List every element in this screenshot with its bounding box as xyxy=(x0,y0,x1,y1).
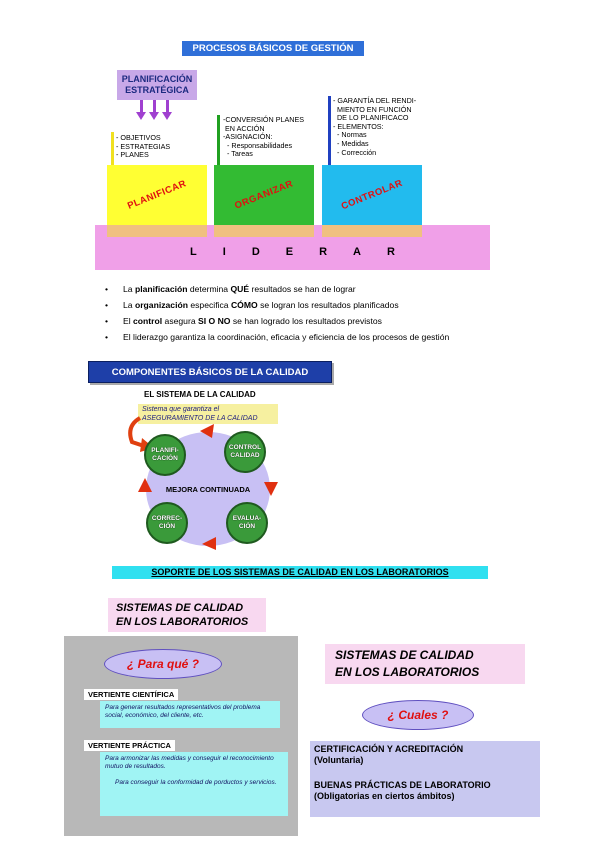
control-calidad-node: CONTROL CALIDAD xyxy=(224,431,266,473)
controlar-bar xyxy=(328,96,331,165)
organizar-box: ORGANIZAR xyxy=(214,165,314,225)
cuales-panel: CERTIFICACIÓN Y ACREDITACIÓN (Voluntaria… xyxy=(310,741,540,817)
bullet-item: La organización especifica CÓMO se logra… xyxy=(105,297,545,313)
correccion-node: CORREC- CIÓN xyxy=(146,502,188,544)
organizar-list: -CONVERSIÓN PLANES EN ACCIÓN -ASIGNACIÓN… xyxy=(223,115,305,159)
mejora-continuada-label: MEJORA CONTINUADA xyxy=(165,485,251,494)
bullet-item: El liderazgo garantiza la coordinación, … xyxy=(105,329,545,345)
vertiente-practica-text: Para armonizar las medidas y conseguir e… xyxy=(100,752,288,816)
organizar-bar xyxy=(217,115,220,165)
arrow-down-icon xyxy=(136,100,146,120)
planificacion-node: PLANIFI- CACIÓN xyxy=(144,434,186,476)
controlar-base xyxy=(322,224,422,237)
bullet-item: El control asegura SI O NO se han lograd… xyxy=(105,313,545,329)
planificar-box: PLANIFICAR xyxy=(107,165,207,225)
arrow-down-icon xyxy=(162,100,172,120)
bullet-list: La planificación determina QUÉ resultado… xyxy=(105,281,545,345)
sistemas-calidad-right-title: SISTEMAS DE CALIDAD EN LOS LABORATORIOS xyxy=(325,644,525,684)
soporte-title: SOPORTE DE LOS SISTEMAS DE CALIDAD EN LO… xyxy=(112,566,488,579)
cuales-oval: ¿ Cuales ? xyxy=(362,700,474,730)
sistema-calidad-title: EL SISTEMA DE LA CALIDAD xyxy=(144,390,256,399)
liderar-label: LIDERAR xyxy=(190,246,421,258)
planificar-bar xyxy=(111,132,114,165)
sistemas-calidad-left-title: SISTEMAS DE CALIDAD EN LOS LABORATORIOS xyxy=(108,598,266,632)
bullet-item: La planificación determina QUÉ resultado… xyxy=(105,281,545,297)
vertiente-practica-label: VERTIENTE PRÁCTICA xyxy=(84,740,175,751)
organizar-base xyxy=(214,224,314,237)
vertiente-cientifica-label: VERTIENTE CIENTÍFICA xyxy=(84,689,179,700)
arrow-down-icon xyxy=(149,100,159,120)
planificar-list: - OBJETIVOS - ESTRATEGIAS - PLANES xyxy=(116,133,171,160)
componentes-title: COMPONENTES BÁSICOS DE LA CALIDAD xyxy=(88,361,332,383)
controlar-list: - GARANTÍA DEL RENDI- MIENTO EN FUNCIÓN … xyxy=(333,96,417,157)
procesos-title: PROCESOS BÁSICOS DE GESTIÓN xyxy=(182,41,364,56)
sistema-calidad-subtitle: Sistema que garantiza el ASEGURAMIENTO D… xyxy=(138,404,278,424)
controlar-box: CONTROLAR xyxy=(322,165,422,225)
evaluacion-node: EVALUA- CIÓN xyxy=(226,502,268,544)
planificar-base xyxy=(107,224,207,237)
vertiente-cientifica-text: Para generar resultados representativos … xyxy=(100,701,280,728)
planificacion-estrategica-box: PLANIFICACIÓN ESTRATÉGICA xyxy=(117,70,197,100)
para-que-oval: ¿ Para qué ? xyxy=(104,649,222,679)
cycle-arrows-icon xyxy=(138,424,278,550)
